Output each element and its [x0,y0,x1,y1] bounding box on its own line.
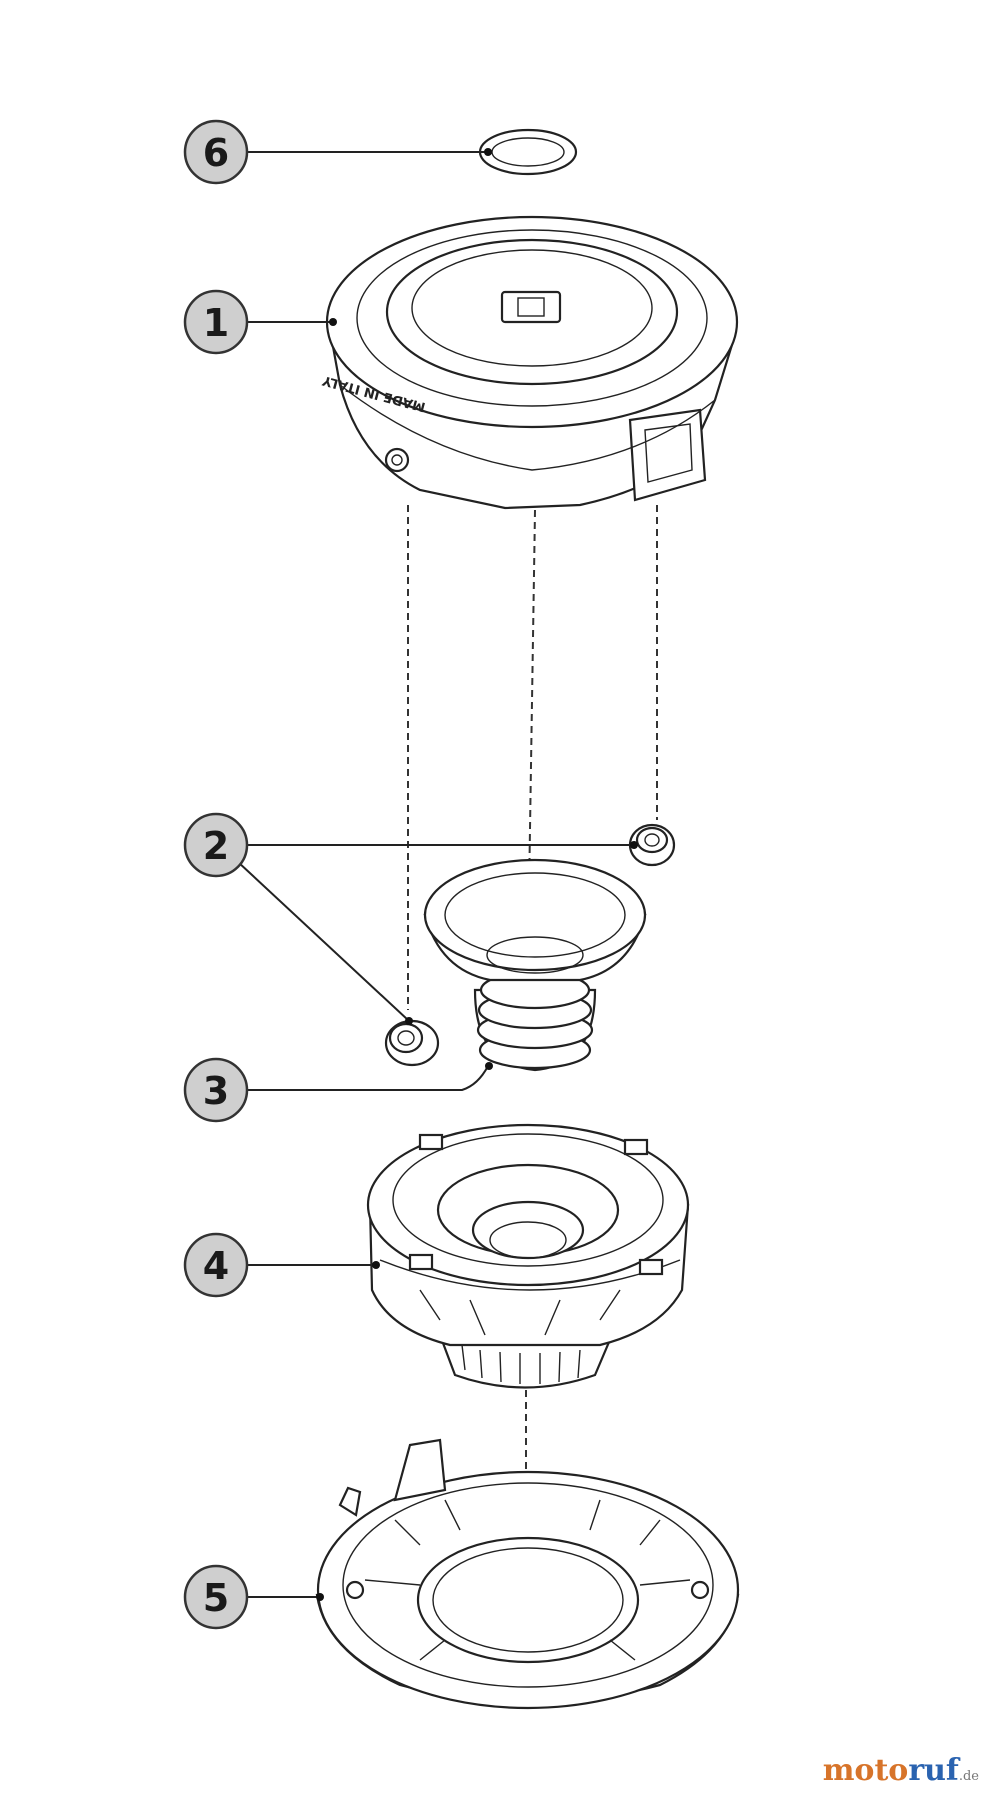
part-1-cap: MADE IN ITALY [320,215,739,510]
callout-1: 1 [183,289,249,355]
watermark: motoruf.de [823,1753,979,1788]
leader-lines [237,151,632,1598]
part-3-spring-dish [423,858,647,1072]
watermark-brand-a: moto [822,1753,909,1788]
callout-4-label: 4 [203,1244,229,1288]
callout-6-label: 6 [203,131,229,175]
callout-6: 6 [183,119,249,185]
callout-2: 2 [183,812,249,878]
callout-2-label: 2 [203,824,229,868]
watermark-brand-b: ruf [908,1753,959,1788]
leader-end-dots [316,148,638,1601]
callout-5: 5 [183,1564,249,1630]
part-5-base [315,1438,740,1710]
callout-1-label: 1 [203,301,229,345]
callout-5-label: 5 [203,1576,229,1620]
part-2-bushing-right [628,823,676,867]
part-2-bushing-left [384,1019,440,1067]
callout-3: 3 [183,1057,249,1123]
part-4-spool [366,1123,690,1389]
watermark-suffix: .de [958,1769,979,1784]
callout-3-label: 3 [203,1069,229,1113]
callout-4: 4 [183,1232,249,1298]
part-6-washer [478,128,578,176]
